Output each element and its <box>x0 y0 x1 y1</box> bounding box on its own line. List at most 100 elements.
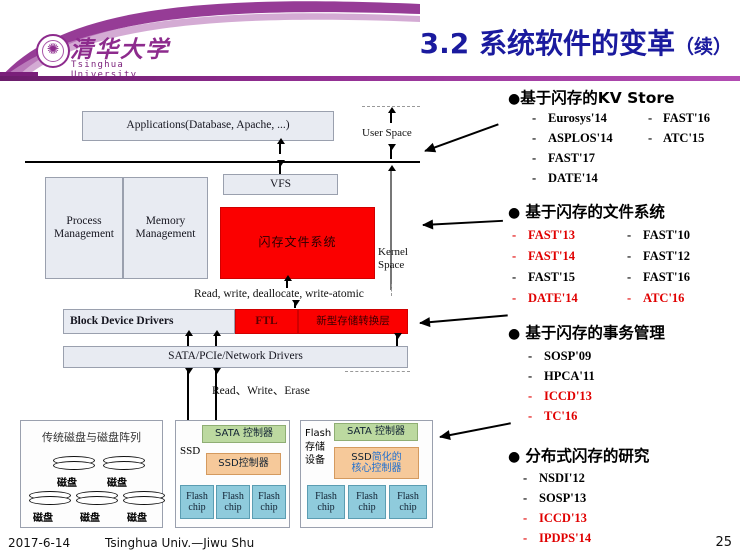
flash-device-ctrl-prefix: SSD <box>351 451 372 463</box>
ref-item: - <box>512 249 517 263</box>
logo-english-name: Tsinghua University <box>71 60 138 80</box>
flash-chip-box: Flash chip <box>180 485 214 519</box>
ssd-box: SSD SATA 控制器 SSD控制器 Flash chip Flash chi… <box>175 420 290 528</box>
pointer-arrow-dist <box>439 422 511 438</box>
user-space-label: User Space <box>362 127 412 139</box>
bullet-dot-icon: ● <box>508 449 521 465</box>
flash-chip-box: Flash chip <box>252 485 286 519</box>
tsinghua-logo: 清华大学 Tsinghua University <box>36 30 196 80</box>
bullet-dot-icon: ● <box>508 326 521 342</box>
ref-item: SOSP'13 <box>539 491 587 505</box>
ref-item: ATC'15 <box>663 131 705 145</box>
disk-label: 磁盘 <box>80 513 100 524</box>
bullet-label: 分布式闪存的研究 <box>525 447 650 465</box>
flash-chip-label: Flash chip <box>397 490 419 514</box>
ref-item: FAST'10 <box>643 228 690 242</box>
sata-drivers-label: SATA/PCIe/Network Drivers <box>168 350 303 363</box>
applications-label: Applications(Database, Apache, ...) <box>126 119 290 132</box>
applications-box: Applications(Database, Apache, ...) <box>82 111 334 141</box>
ssd-controller-label: SSD控制器 <box>218 458 269 470</box>
ref-item: FAST'15 <box>528 270 575 284</box>
ftl-label: FTL <box>255 314 278 327</box>
ops-bottom-label: Read、Write、Erase <box>212 385 310 397</box>
page-title-sub: （续） <box>674 36 732 58</box>
sata-drivers-box: SATA/PCIe/Network Drivers <box>63 346 408 368</box>
ref-item: - <box>523 531 528 545</box>
ref-item: - <box>532 131 537 145</box>
flash-file-system-label: 闪存文件系统 <box>258 235 337 250</box>
new-translation-layer-label: 新型存储转换层 <box>316 315 390 328</box>
vfs-box: VFS <box>223 174 338 195</box>
ref-item: - <box>528 389 533 403</box>
ref-item: TC'16 <box>544 409 578 423</box>
bullet-label: 基于闪存的事务管理 <box>525 324 665 342</box>
flash-device-controller-box: SSD简化的 核心控制器 <box>334 447 419 479</box>
ref-item: - <box>528 349 533 363</box>
ref-item: - <box>627 291 632 305</box>
ref-item: FAST'13 <box>528 228 575 242</box>
ref-item: FAST'17 <box>548 151 595 165</box>
bullet-dot-icon: ● <box>508 91 521 107</box>
block-device-drivers-box: Block Device Drivers <box>63 309 235 334</box>
disk-array-title: 传统磁盘与磁盘阵列 <box>42 431 141 444</box>
ref-item: - <box>512 270 517 284</box>
bullet-kv-store: ●基于闪存的KV Store <box>508 86 675 108</box>
process-management-box: Process Management <box>45 177 123 279</box>
flash-chip-label: Flash chip <box>186 490 208 514</box>
bullet-distributed-flash: ● 分布式闪存的研究 <box>508 444 649 466</box>
ref-item: - <box>532 171 537 185</box>
new-translation-layer-box: 新型存储转换层 <box>298 309 408 334</box>
ssd-sata-controller-label: SATA 控制器 <box>215 428 273 440</box>
vfs-label: VFS <box>269 177 292 190</box>
ref-item: - <box>512 228 517 242</box>
flash-device-ctrl-highlight: 核心控制器 <box>351 463 402 474</box>
ref-item: FAST'16 <box>663 111 710 125</box>
disk-label: 磁盘 <box>107 478 127 489</box>
flash-device-sata-controller-label: SATA 控制器 <box>347 426 405 438</box>
ref-item: HPCA'11 <box>544 369 595 383</box>
ops-top-label: Read, write, deallocate, write-atomic <box>194 288 364 300</box>
header-rule <box>0 76 740 81</box>
flash-chip-label: Flash chip <box>356 490 378 514</box>
ref-item: - <box>523 511 528 525</box>
disk-platter <box>103 456 145 471</box>
page-title-main: 3.2 系统软件的变革 <box>419 27 675 60</box>
ref-item: FAST'12 <box>643 249 690 263</box>
footer-page-number: 25 <box>715 535 732 550</box>
ref-item: DATE'14 <box>548 171 598 185</box>
ref-item: FAST'16 <box>643 270 690 284</box>
ref-item: - <box>627 228 632 242</box>
kernel-space-dashed <box>391 284 392 296</box>
memory-management-box: Memory Management <box>123 177 208 279</box>
ref-item: NSDI'12 <box>539 471 585 485</box>
disk-platter <box>123 491 165 506</box>
tsinghua-seal-icon <box>36 34 70 68</box>
flash-device-box: Flash 存储 设备 SATA 控制器 SSD简化的 核心控制器 Flash … <box>300 420 433 528</box>
header-swoosh <box>0 0 420 80</box>
ref-item: - <box>627 270 632 284</box>
flash-chip-label: Flash chip <box>315 490 337 514</box>
sata-drivers-dashed <box>345 371 410 372</box>
ref-item: - <box>532 151 537 165</box>
bullet-label: 基于闪存的文件系统 <box>525 203 665 221</box>
user-kernel-separator <box>25 161 420 163</box>
disk-array-box: 传统磁盘与磁盘阵列 磁盘 磁盘 磁盘 磁盘 磁盘 <box>20 420 165 528</box>
ref-item: ICCD'13 <box>539 511 587 525</box>
ref-item: Eurosys'14 <box>548 111 607 125</box>
bullet-transaction-mgmt: ● 基于闪存的事务管理 <box>508 321 665 343</box>
footer-org: Tsinghua Univ.—Jiwu Shu <box>105 536 255 550</box>
process-management-label: Process Management <box>53 214 115 240</box>
ref-item: IPDPS'14 <box>539 531 592 545</box>
ssd-sata-controller-box: SATA 控制器 <box>202 425 286 443</box>
ssd-controller-box: SSD控制器 <box>206 453 281 475</box>
block-device-drivers-label: Block Device Drivers <box>70 314 174 327</box>
disk-platter <box>53 456 95 471</box>
bullet-label: 基于闪存的KV Store <box>520 89 675 107</box>
pointer-arrow-txn <box>419 314 508 324</box>
flash-chip-box: Flash chip <box>216 485 250 519</box>
pointer-arrow-fs <box>422 219 503 226</box>
disk-label: 磁盘 <box>33 513 53 524</box>
user-space-top-dashed <box>362 106 420 107</box>
flash-chip-box: Flash chip <box>307 485 345 519</box>
